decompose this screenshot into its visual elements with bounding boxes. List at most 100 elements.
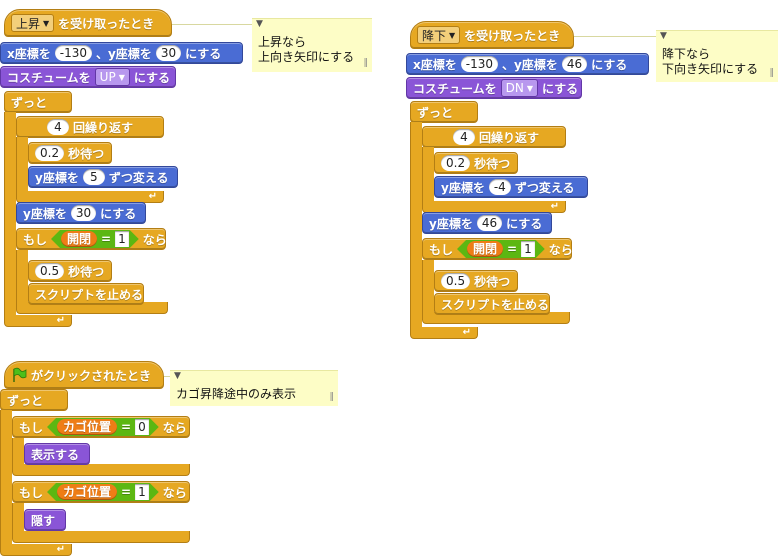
hat-label: を受け取ったとき [58,16,155,31]
hat-label: がクリックされたとき [31,368,152,383]
collapse-triangle-icon[interactable]: ▼ [256,19,263,29]
equals-operator[interactable]: 開閉 = 1 [457,240,545,258]
compare-value-input[interactable]: 1 [135,484,149,500]
equals-operator[interactable]: カゴ位置 = 1 [47,483,159,501]
repeat-label: 回繰り返す [479,130,540,145]
set-xy-block[interactable]: x座標を -130 、y座標を 46 にする [406,53,649,75]
repeat-block[interactable]: 4 回繰り返す [422,126,566,148]
comment-header[interactable]: ▼ [656,31,778,45]
loop-arrow-icon: ↵ [148,191,157,202]
comment-line: カゴ昇降途中のみ表示 [176,387,297,401]
change-y-input[interactable]: 5 [82,169,105,185]
costume-dropdown[interactable]: UP▼ [94,68,130,86]
variable-reporter[interactable]: 開閉 [61,231,97,247]
repeat-arm [16,137,28,193]
set-y-input[interactable]: 30 [70,205,97,221]
equals-operator[interactable]: カゴ位置 = 0 [47,418,159,436]
resize-grip-icon[interactable]: ‖ [329,392,335,402]
if-block[interactable]: もし 開閉 = 1 なら [422,238,573,260]
compare-value-input[interactable]: 1 [115,231,129,247]
collapse-triangle-icon[interactable]: ▼ [174,371,181,381]
repeat-block[interactable]: 4 回繰り返す [16,116,164,138]
forever-block[interactable]: ずっと [410,101,478,123]
change-y-prefix: y座標を [35,170,79,185]
set-y-suffix: にする [100,206,137,221]
comment-note[interactable]: ▼ 降下なら 下向き矢印にする ‖ [656,30,778,82]
y-value-input[interactable]: 30 [155,45,182,61]
comment-connector [172,24,252,25]
stop-label: スクリプトを止める [441,297,550,312]
collapse-triangle-icon[interactable]: ▼ [660,31,667,41]
comment-note[interactable]: ▼ 上昇なら 上向き矢印にする ‖ [252,18,372,72]
broadcast-receive-hat-up[interactable]: 上昇▼ を受け取ったとき [4,9,172,37]
x-value-input[interactable]: -130 [54,45,92,61]
comment-header[interactable]: ▼ [252,19,372,33]
wait-block[interactable]: 0.2 秒待つ [434,152,518,174]
forever-block[interactable]: ずっと [0,389,68,411]
equals-operator[interactable]: 開閉 = 1 [51,230,139,248]
compare-value-input[interactable]: 1 [521,241,535,257]
show-block[interactable]: 表示する [24,443,90,465]
message-dropdown[interactable]: 降下▼ [417,26,461,44]
y-value-input[interactable]: 46 [561,56,588,72]
compare-value-input[interactable]: 0 [135,419,149,435]
wait-seconds-input[interactable]: 0.5 [35,263,65,279]
change-y-input[interactable]: -4 [488,179,511,195]
resize-grip-icon[interactable]: ‖ [769,68,775,78]
x-value-input[interactable]: -130 [460,56,498,72]
when-flag-clicked-hat[interactable]: がクリックされたとき [4,361,164,389]
broadcast-receive-hat-down[interactable]: 降下▼ を受け取ったとき [410,21,574,49]
wait-seconds-input[interactable]: 0.5 [441,273,471,289]
wait-seconds-input[interactable]: 0.2 [35,145,65,161]
set-suffix: にする [185,46,222,61]
costume-prefix: コスチュームを [7,70,91,85]
wait-block[interactable]: 0.2 秒待つ [28,142,112,164]
resize-grip-icon[interactable]: ‖ [363,58,369,68]
equals-sign: = [507,242,518,256]
set-xy-block[interactable]: x座標を -130 、y座標を 30 にする [0,42,243,64]
then-label: なら [162,420,187,435]
chevron-down-icon: ▼ [43,18,50,28]
change-y-block[interactable]: y座標を 5 ずつ変える [28,166,178,188]
if-block-1[interactable]: もし カゴ位置 = 0 なら [12,416,190,438]
repeat-count-input[interactable]: 4 [47,119,69,135]
set-y-block[interactable]: y座標を 30 にする [16,202,146,224]
comment-note[interactable]: ▼ カゴ昇降途中のみ表示 ‖ [170,370,338,406]
if-block[interactable]: もし 開閉 = 1 なら [16,228,167,250]
comment-header[interactable]: ▼ [170,371,338,385]
if-label: もし [19,485,44,500]
set-y-prefix: y座標を [23,206,67,221]
wait-block-2[interactable]: 0.5 秒待つ [28,260,112,282]
comment-connector [164,376,170,377]
variable-reporter[interactable]: カゴ位置 [57,484,117,500]
change-y-block[interactable]: y座標を -4 ずつ変える [434,176,588,198]
hide-block[interactable]: 隠す [24,509,66,531]
loop-arrow-icon: ↵ [56,544,65,555]
costume-suffix: にする [133,70,170,85]
stop-script-block[interactable]: スクリプトを止める [434,293,550,315]
if-arm [422,260,434,314]
if-block-2[interactable]: もし カゴ位置 = 1 なら [12,481,190,503]
variable-reporter[interactable]: カゴ位置 [57,419,117,435]
chevron-down-icon: ▼ [118,72,125,82]
stop-label: スクリプトを止める [35,287,144,302]
if-end [12,464,190,476]
loop-arrow-icon: ↵ [550,201,559,212]
message-dropdown[interactable]: 上昇▼ [11,14,55,32]
stop-script-block[interactable]: スクリプトを止める [28,283,144,305]
variable-reporter[interactable]: 開閉 [467,241,503,257]
costume-dropdown[interactable]: DN▼ [500,79,539,97]
repeat-count-input[interactable]: 4 [453,129,475,145]
switch-costume-block[interactable]: コスチュームを UP▼ にする [0,66,176,88]
set-y-input[interactable]: 46 [476,215,503,231]
set-y-suffix: にする [506,216,543,231]
wait-block-2[interactable]: 0.5 秒待つ [434,270,518,292]
y-prefix: 、y座標を [95,46,152,61]
chevron-down-icon: ▼ [449,30,456,40]
switch-costume-block[interactable]: コスチュームを DN▼ にする [406,77,582,99]
forever-block[interactable]: ずっと [4,91,72,113]
set-y-block[interactable]: y座標を 46 にする [422,212,552,234]
comment-connector [574,36,656,37]
wait-seconds-input[interactable]: 0.2 [441,155,471,171]
then-label: なら [142,232,167,247]
